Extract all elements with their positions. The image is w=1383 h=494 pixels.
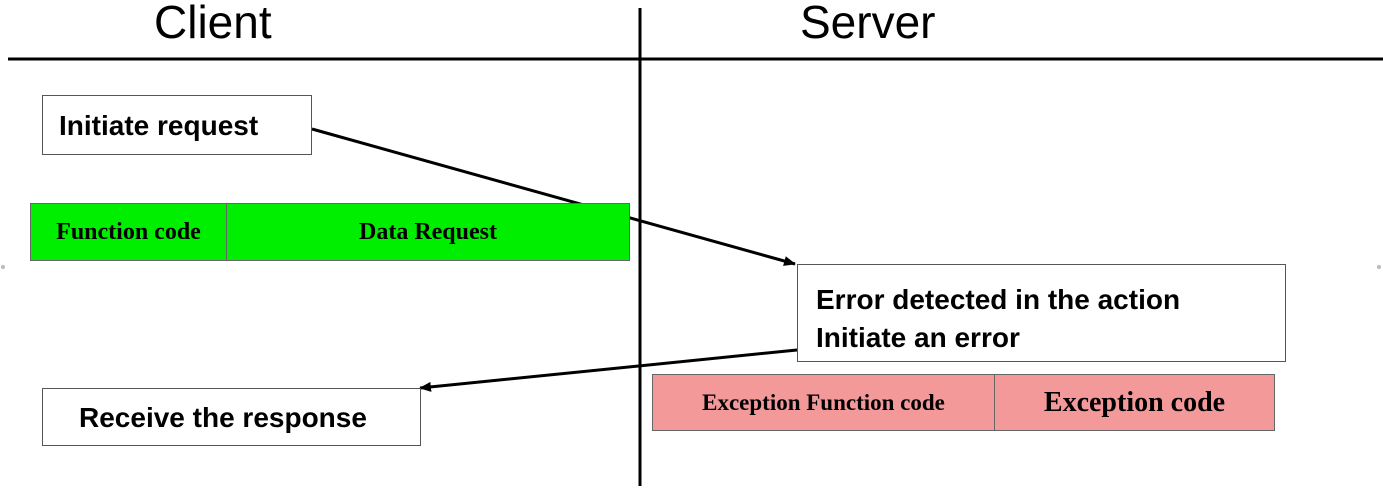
exception-function-code-cell: Exception Function code: [653, 375, 995, 430]
request-arrow: [311, 127, 796, 266]
receive-response-box: Receive the response: [42, 388, 421, 446]
exception-code-cell: Exception code: [1043, 386, 1226, 418]
edge-marker-left: [1, 265, 5, 269]
server-column-title: Server: [800, 0, 936, 48]
edge-marker-right: [1377, 265, 1381, 269]
receive-response-label: Receive the response: [79, 402, 367, 433]
exception-frame: Exception Function code Exception code: [652, 374, 1275, 431]
error-detected-box: Error detected in the action Initiate an…: [797, 264, 1286, 362]
client-column-title: Client: [154, 0, 272, 48]
function-code-cell: Function code: [31, 204, 227, 260]
request-frame: Function code Data Request: [30, 203, 630, 261]
error-detected-line2: Initiate an error: [816, 322, 1020, 353]
data-request-cell: Data Request: [359, 218, 497, 245]
initiate-request-box: Initiate request: [42, 95, 312, 155]
initiate-request-label: Initiate request: [59, 110, 259, 141]
response-arrow: [419, 348, 798, 392]
error-detected-line1: Error detected in the action: [816, 284, 1181, 315]
